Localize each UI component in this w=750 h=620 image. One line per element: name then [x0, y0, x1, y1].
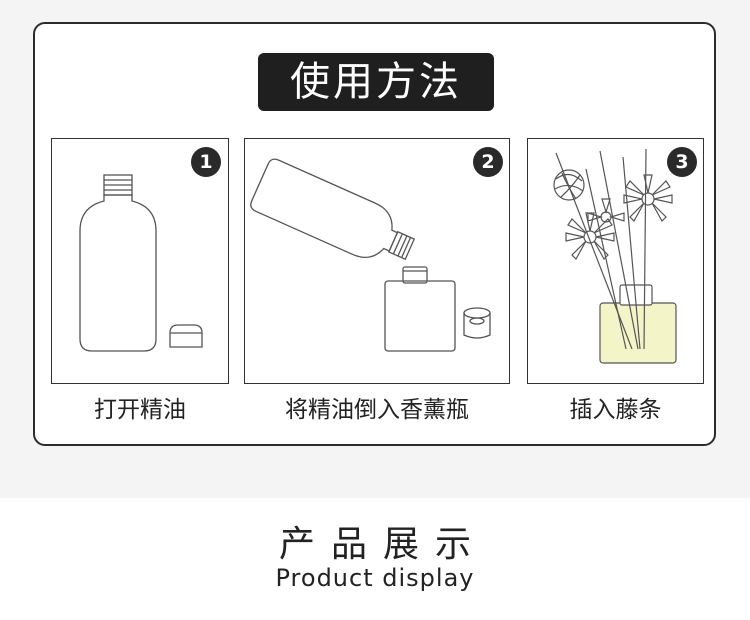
- step-1-badge: 1: [191, 147, 221, 177]
- oil-bottle-icon: [79, 174, 157, 352]
- step-2-card: 2: [244, 138, 510, 384]
- step-3-card: 3: [527, 138, 704, 384]
- section-title: 产品展示: [278, 524, 487, 565]
- step-3-badge: 3: [667, 147, 697, 177]
- pouring-illustration: [250, 158, 491, 352]
- rattan-ball-icon: [553, 169, 585, 201]
- pouring-bottle-icon: [250, 158, 416, 261]
- step-1-card: 1: [51, 138, 229, 384]
- step-2-badge: 2: [473, 147, 503, 177]
- oil-bottle-illustration: [79, 174, 203, 352]
- step-2-caption: 将精油倒入香薰瓶: [285, 397, 469, 423]
- reed-diffuser-icon: [553, 148, 677, 364]
- glass-jar-icon: [384, 266, 456, 352]
- bottle-cap-icon: [169, 324, 203, 348]
- step-1-caption: 打开精油: [94, 397, 186, 423]
- step-3-caption: 插入藤条: [569, 397, 662, 423]
- flower-icon: [565, 174, 673, 260]
- jar-cap-icon: [463, 307, 491, 339]
- reed-diffuser-illustration: [553, 148, 677, 364]
- usage-title: 使用方法: [258, 53, 494, 111]
- section-subtitle: Product display: [275, 564, 475, 592]
